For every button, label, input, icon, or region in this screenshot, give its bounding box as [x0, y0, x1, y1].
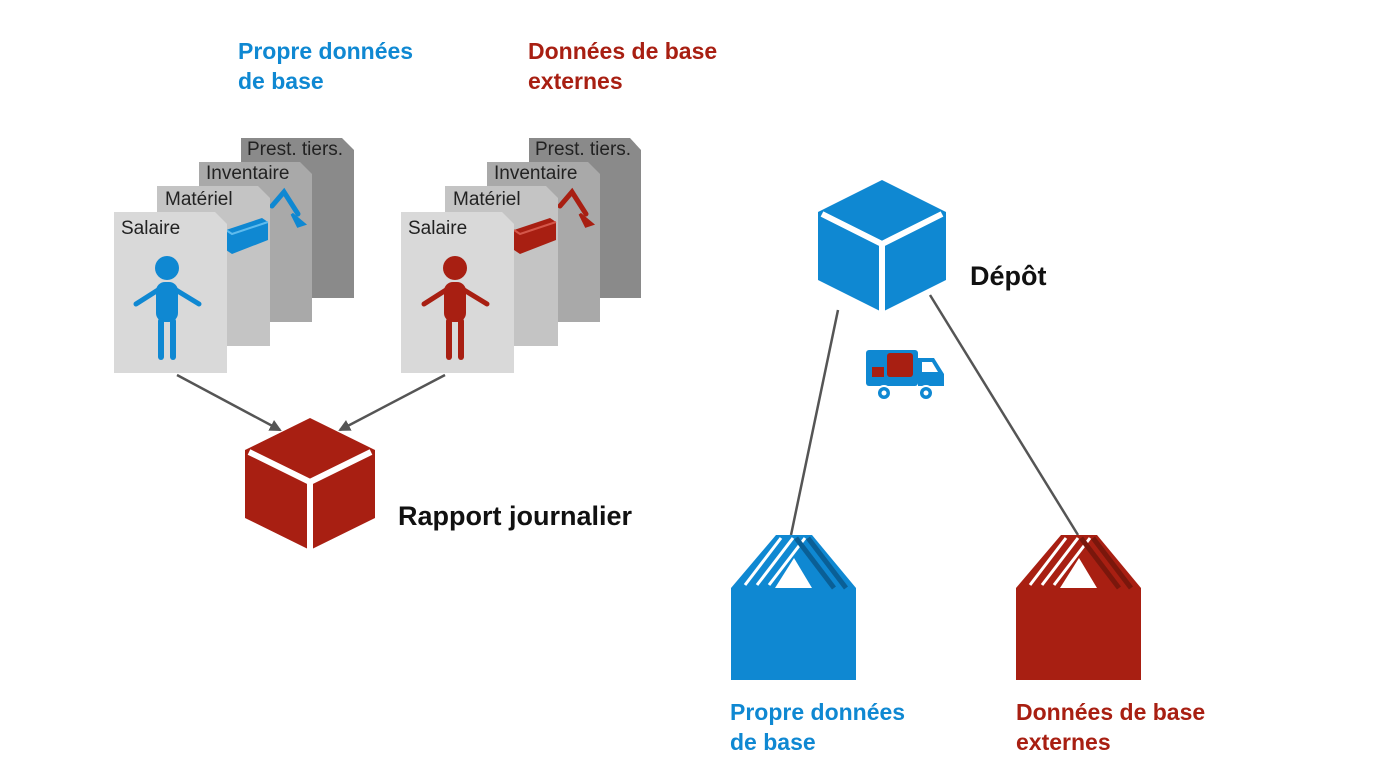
own-data-label: Propre données de base — [730, 697, 905, 757]
own-data-heading-line-2: de base — [238, 68, 324, 94]
person-icon — [421, 256, 490, 360]
own-data-card-stack — [114, 138, 354, 373]
own-data-label-line-1: Propre données — [730, 699, 906, 725]
truck-icon — [866, 350, 944, 401]
person-icon — [133, 256, 202, 360]
own-data-heading-line-1: Propre données — [238, 38, 414, 64]
arrow-external-to-rapport — [338, 373, 446, 432]
external-data-heading-line-1: Données de base — [528, 38, 718, 64]
arrow-own-to-rapport — [176, 373, 282, 432]
external-data-heading: Données de base externes — [528, 36, 717, 96]
external-data-card-stack — [401, 138, 641, 373]
external-data-label-line-2: externes — [1016, 729, 1111, 755]
external-data-heading-line-2: externes — [528, 68, 623, 94]
card-salaire-title: Salaire — [121, 218, 181, 239]
excavator-icon — [269, 187, 308, 228]
excavator-icon — [557, 187, 596, 228]
rapport-journalier-label: Rapport journalier — [398, 501, 633, 531]
rapport-cube-icon — [245, 418, 375, 550]
card-inventaire-title: Inventaire — [494, 163, 578, 184]
brick-icon — [513, 218, 557, 254]
own-data-label-line-2: de base — [730, 729, 816, 755]
card-inventaire-title: Inventaire — [206, 163, 290, 184]
external-data-label-line-1: Données de base — [1016, 699, 1206, 725]
depot-label: Dépôt — [970, 261, 1047, 291]
line-depot-to-external — [928, 294, 1080, 536]
depot-cube-icon — [818, 180, 946, 312]
own-data-heading: Propre données de base — [238, 36, 413, 96]
card-materiel-title: Matériel — [165, 189, 233, 210]
external-data-label: Données de base externes — [1016, 697, 1205, 757]
external-warehouse-icon — [1016, 535, 1141, 680]
own-warehouse-icon — [731, 535, 856, 680]
brick-icon — [225, 218, 269, 254]
card-salaire-title: Salaire — [408, 218, 468, 239]
card-prest-tiers-title: Prest. tiers. — [535, 139, 632, 160]
card-materiel-title: Matériel — [453, 189, 521, 210]
line-depot-to-own — [789, 309, 840, 536]
card-prest-tiers-title: Prest. tiers. — [247, 139, 344, 160]
